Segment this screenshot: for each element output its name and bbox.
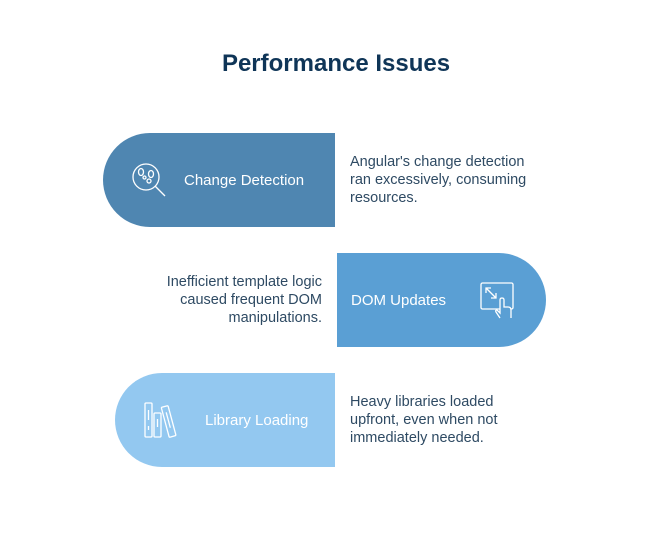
resize-touch-icon [480,282,514,319]
item-label: Change Detection [184,171,305,189]
desc-line: upfront, even when not [350,412,498,428]
item-label: Library Loading [205,411,309,429]
item-dom-updates: DOM Updates [337,253,546,347]
desc-line: Inefficient template logic [166,274,322,290]
magnifier-bacteria-icon [132,163,166,197]
desc-line: caused frequent DOM [180,292,322,308]
item-description: Angular's change detection ran excessive… [350,153,526,207]
item-description: Inefficient template logic caused freque… [120,273,322,327]
item-change-detection: Change Detection [103,133,335,227]
books-icon [144,402,177,438]
desc-line: immediately needed. [350,430,484,446]
desc-line: Angular's change detection [350,154,525,170]
desc-line: Heavy libraries loaded [350,394,494,410]
item-library-loading: Library Loading [115,373,335,467]
desc-line: ran excessively, consuming [350,172,527,188]
page-title: Performance Issues [221,50,451,77]
desc-line: manipulations. [228,310,323,326]
item-description: Heavy libraries loaded upfront, even whe… [350,393,498,447]
item-label: DOM Updates [351,291,447,309]
desc-line: resources. [350,190,418,206]
